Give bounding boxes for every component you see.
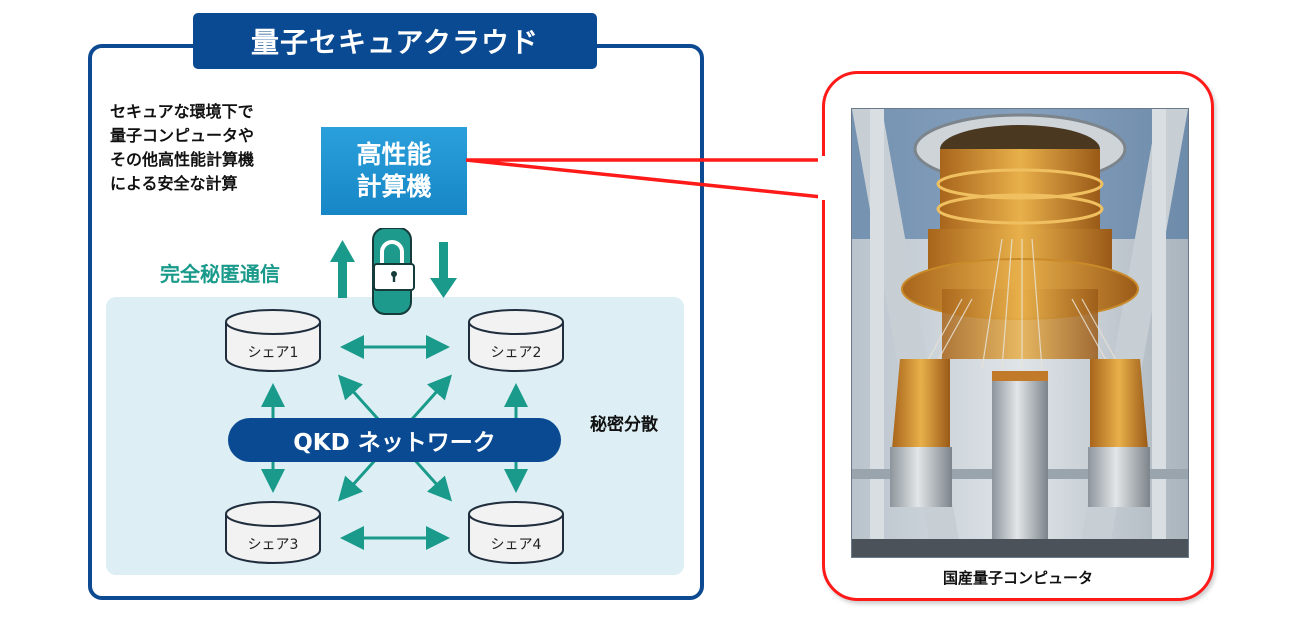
database-icon xyxy=(468,501,564,564)
share-database: シェア4 xyxy=(467,500,565,566)
database-icon xyxy=(225,501,321,564)
share-database: シェア3 xyxy=(224,500,322,566)
hpc-label-line: 計算機 xyxy=(356,172,432,201)
share-label: シェア2 xyxy=(490,345,542,361)
share-label: シェア4 xyxy=(490,537,542,553)
photo-caption: 国産量子コンピュータ xyxy=(942,569,1093,587)
description-line: 量子コンピュータや xyxy=(110,126,255,145)
arrow-up-icon xyxy=(330,240,355,298)
share-database: シェア2 xyxy=(467,308,565,374)
share-database: シェア1 xyxy=(224,308,322,374)
callout-pointer xyxy=(465,156,828,200)
cloud-title: 量子セキュアクラウド xyxy=(193,13,597,69)
quantum-computer-photo xyxy=(851,108,1189,558)
lock-icon xyxy=(372,228,415,315)
qkd-network-bar: QKD ネットワーク xyxy=(228,418,561,462)
description-line: による安全な計算 xyxy=(110,174,238,193)
secure-link-graphic xyxy=(330,228,457,315)
share-label: シェア1 xyxy=(247,345,299,361)
description-line: その他高性能計算機 xyxy=(110,150,255,169)
cloud-description: セキュアな環境下で 量子コンピュータや その他高性能計算機 による安全な計算 xyxy=(110,100,254,196)
secret-sharing-label: 秘密分散 xyxy=(590,415,658,435)
hpc-box: 高性能 計算機 xyxy=(321,127,467,215)
quantum-computer-image xyxy=(852,109,1188,557)
database-icon xyxy=(225,309,321,372)
description-line: セキュアな環境下で xyxy=(110,102,254,121)
share-label: シェア3 xyxy=(247,537,299,553)
database-icon xyxy=(468,309,564,372)
hpc-label-line: 高性能 xyxy=(356,140,432,169)
arrow-down-icon xyxy=(430,242,457,298)
secure-communication-label: 完全秘匿通信 xyxy=(160,262,280,286)
